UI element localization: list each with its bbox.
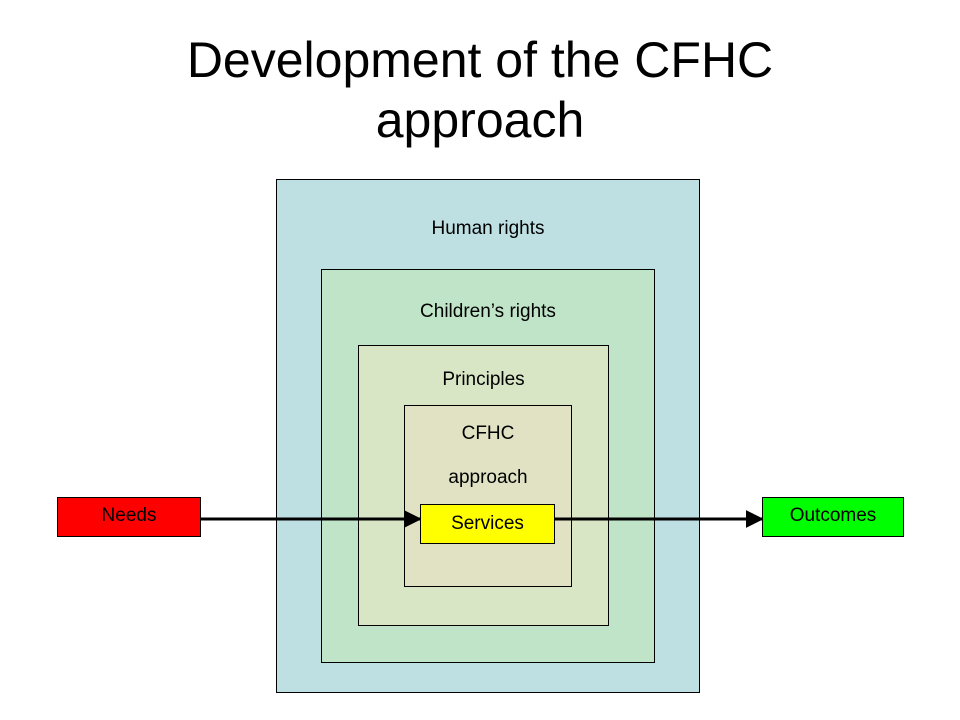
page-title: Development of the CFHC approach bbox=[0, 30, 960, 150]
needs-box: Needs bbox=[57, 497, 201, 537]
cfhc-approach-box: CFHC approach bbox=[404, 405, 572, 587]
principles-label: Principles bbox=[442, 369, 525, 390]
childrens-rights-label: Children’s rights bbox=[420, 301, 556, 322]
services-box: Services bbox=[420, 504, 555, 544]
approach-label: approach bbox=[448, 467, 528, 488]
title-line-2: approach bbox=[375, 92, 585, 148]
outcomes-box: Outcomes bbox=[762, 497, 904, 537]
human-rights-label: Human rights bbox=[431, 218, 545, 239]
title-line-1: Development of the CFHC bbox=[186, 32, 774, 88]
cfhc-label: CFHC bbox=[461, 423, 515, 444]
